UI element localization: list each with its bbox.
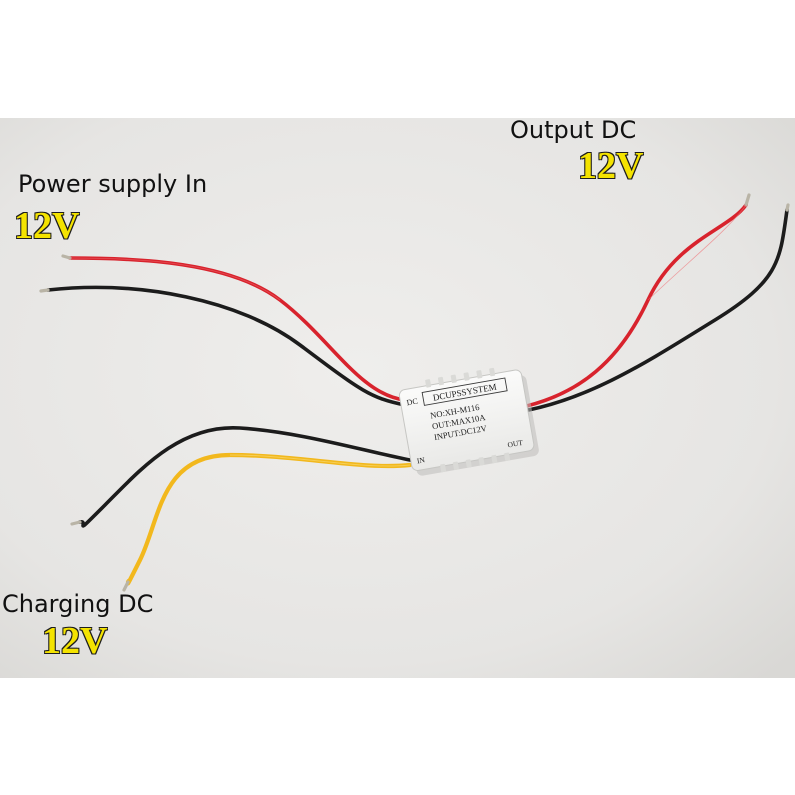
power-supply-in-voltage: 12V [13, 205, 80, 247]
brand-box [421, 377, 508, 406]
output-dc-caption: Output DC [510, 116, 637, 144]
input-red-wire [61, 254, 407, 402]
charging-dc-voltage: 12V [41, 620, 108, 662]
module-corner-dc: DC [406, 397, 419, 408]
power-supply-in-caption: Power supply In [18, 170, 208, 198]
module-out-marker: OUT [507, 438, 524, 450]
module-ribs [425, 367, 511, 473]
white-band-bottom [0, 678, 795, 795]
module-in-marker: IN [416, 455, 426, 465]
charging-dc-caption: Charging DC [2, 590, 154, 618]
white-band-top [0, 0, 795, 118]
charging-black-wire [70, 426, 412, 528]
output-dc-voltage: 12V [577, 145, 644, 187]
module-housing [398, 369, 535, 471]
output-red-wire [516, 193, 751, 410]
charging-yellow-wire [122, 452, 413, 592]
ups-module: DCUPSSYSTEM DC NO:XH-M116 OUT:MAX10A INP… [398, 367, 539, 476]
input-black-wire [39, 285, 407, 407]
output-black-wire [516, 203, 790, 414]
